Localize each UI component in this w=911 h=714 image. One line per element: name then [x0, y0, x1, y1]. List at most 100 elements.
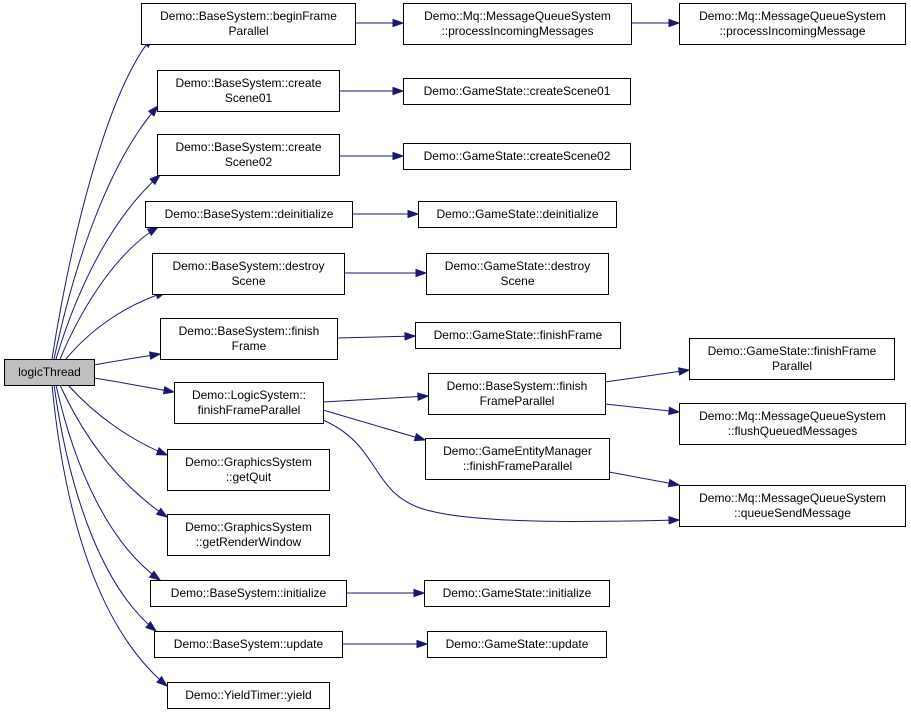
node-box[interactable]	[425, 438, 610, 480]
node-box[interactable]	[427, 631, 607, 658]
node-label-line: ::processIncomingMessage	[719, 24, 865, 38]
call-edge-bs_deinitialize-to-gs_deinitialize	[352, 209, 420, 219]
node-box[interactable]	[167, 514, 330, 556]
node-box[interactable]	[157, 134, 340, 176]
node-label-line: Demo::GameState::update	[446, 637, 589, 651]
node-box[interactable]	[415, 322, 621, 349]
call-edge-logicThread-to-ls_finishFrameParallel	[93, 377, 176, 395]
node-label-line: Demo::GraphicsSystem	[185, 455, 312, 469]
node-ls_finishFrameParallel[interactable]: Demo::LogicSystem::finishFrameParallel	[174, 382, 324, 424]
node-box[interactable]	[403, 3, 632, 45]
node-gs_initialize[interactable]: Demo::GameState::initialize	[424, 580, 610, 607]
call-edge-bs_finishFrameParallel-to-mq_flushQueuedMessages	[604, 403, 681, 416]
node-label-line: ::processIncomingMessages	[441, 24, 593, 38]
node-box[interactable]	[174, 382, 324, 424]
arrowhead-icon	[668, 406, 681, 416]
node-box[interactable]	[403, 143, 631, 170]
arrowhead-icon	[392, 151, 405, 161]
call-edge-logicThread-to-bs_deinitialize	[59, 226, 160, 360]
node-box[interactable]	[679, 403, 906, 445]
node-box[interactable]	[426, 253, 609, 295]
node-label-line: Scene	[231, 274, 265, 288]
node-mq_processIncomingMessage[interactable]: Demo::Mq::MessageQueueSystem::processInc…	[679, 3, 906, 45]
node-label-line: ::getRenderWindow	[196, 535, 302, 549]
node-bs_finishFrame[interactable]: Demo::BaseSystem::finishFrame	[160, 318, 338, 360]
edge-line	[51, 36, 153, 360]
node-bs_finishFrameParallel[interactable]: Demo::BaseSystem::finishFrameParallel	[428, 373, 606, 415]
node-box[interactable]	[4, 359, 95, 386]
node-label-line: Scene01	[225, 91, 273, 105]
node-label-line: Demo::Mq::MessageQueueSystem	[699, 409, 886, 423]
arrowhead-icon	[407, 209, 420, 219]
node-gfx_getRenderWindow[interactable]: Demo::GraphicsSystem::getRenderWindow	[167, 514, 330, 556]
node-gs_deinitialize[interactable]: Demo::GameState::deinitialize	[418, 201, 617, 228]
node-label-line: ::flushQueuedMessages	[728, 424, 857, 438]
arrowhead-icon	[155, 447, 169, 456]
node-box[interactable]	[160, 318, 338, 360]
node-bs_initialize[interactable]: Demo::BaseSystem::initialize	[150, 580, 347, 607]
node-gs_finishFrame[interactable]: Demo::GameState::finishFrame	[415, 322, 621, 349]
call-edge-bs_finishFrame-to-gs_finishFrame	[336, 332, 417, 341]
arrowhead-icon	[415, 268, 428, 278]
node-box[interactable]	[679, 3, 906, 45]
node-mq_queueSendMessage[interactable]: Demo::Mq::MessageQueueSystem::queueSendM…	[679, 485, 906, 527]
call-edge-logicThread-to-bs_createScene01	[53, 104, 159, 360]
edge-line	[55, 174, 161, 360]
call-edge-bs_initialize-to-gs_initialize	[346, 588, 426, 598]
call-edge-logicThread-to-bs_update	[53, 384, 158, 632]
arrowhead-icon	[668, 18, 681, 28]
node-box[interactable]	[428, 373, 606, 415]
node-box[interactable]	[150, 580, 347, 607]
node-box[interactable]	[424, 580, 610, 607]
node-box[interactable]	[418, 201, 617, 228]
call-edge-bs_createScene02-to-gs_createScene02	[339, 151, 405, 161]
arrowhead-icon	[413, 588, 426, 598]
node-box[interactable]	[403, 78, 631, 105]
node-bs_update[interactable]: Demo::BaseSystem::update	[154, 631, 343, 658]
root-node-logic-thread[interactable]: logicThread	[4, 359, 95, 386]
arrowhead-icon	[145, 621, 158, 632]
node-bs_createScene01[interactable]: Demo::BaseSystem::createScene01	[157, 70, 340, 112]
node-label-line: Demo::BaseSystem::update	[174, 637, 324, 651]
arrowhead-icon	[404, 332, 417, 341]
node-label-line: Demo::BaseSystem::finish	[179, 324, 320, 338]
call-edge-mq_processIncomingMessages-to-mq_processIncomingMessage	[631, 18, 681, 28]
node-gfx_getQuit[interactable]: Demo::GraphicsSystem::getQuit	[167, 449, 330, 491]
call-nodes: logicThread Demo::BaseSystem::beginFrameP…	[4, 3, 906, 709]
node-label-line: Demo::LogicSystem::	[192, 388, 306, 402]
node-mq_processIncomingMessages[interactable]: Demo::Mq::MessageQueueSystem::processInc…	[403, 3, 632, 45]
call-edge-bs_finishFrameParallel-to-gs_finishFrameParallel	[604, 367, 691, 383]
node-bs_deinitialize[interactable]: Demo::BaseSystem::deinitialize	[145, 201, 353, 228]
node-gs_createScene02[interactable]: Demo::GameState::createScene02	[403, 143, 631, 170]
node-box[interactable]	[689, 338, 895, 380]
node-box[interactable]	[167, 449, 330, 491]
node-box[interactable]	[145, 201, 353, 228]
node-mq_flushQueuedMessages[interactable]: Demo::Mq::MessageQueueSystem::flushQueue…	[679, 403, 906, 445]
node-box[interactable]	[154, 631, 343, 658]
node-gs_createScene01[interactable]: Demo::GameState::createScene01	[403, 78, 631, 105]
call-edge-bs_update-to-gs_update	[342, 639, 429, 649]
node-gs_finishFrameParallel[interactable]: Demo::GameState::finishFrameParallel	[689, 338, 895, 380]
call-edge-logicThread-to-bs_destroyScene	[65, 291, 168, 360]
arrowhead-icon	[417, 392, 430, 401]
node-gs_update[interactable]: Demo::GameState::update	[427, 631, 607, 658]
node-box[interactable]	[152, 253, 345, 295]
node-label-line: Scene	[500, 274, 534, 288]
node-box[interactable]	[167, 682, 330, 709]
node-yt_yield[interactable]: Demo::YieldTimer::yield	[167, 682, 330, 709]
node-box[interactable]	[141, 3, 356, 45]
arrowhead-icon	[162, 386, 176, 395]
arrowhead-icon	[156, 675, 169, 687]
call-edge-ls_finishFrameParallel-to-gem_finishFrameParallel	[322, 409, 427, 442]
node-label-line: FrameParallel	[480, 394, 555, 408]
node-bs_createScene02[interactable]: Demo::BaseSystem::createScene02	[157, 134, 340, 176]
node-box[interactable]	[679, 485, 906, 527]
node-label-line: ::getQuit	[226, 470, 272, 484]
node-box[interactable]	[157, 70, 340, 112]
edge-line	[604, 403, 680, 413]
node-gem_finishFrameParallel[interactable]: Demo::GameEntityManager::finishFramePara…	[425, 438, 610, 480]
